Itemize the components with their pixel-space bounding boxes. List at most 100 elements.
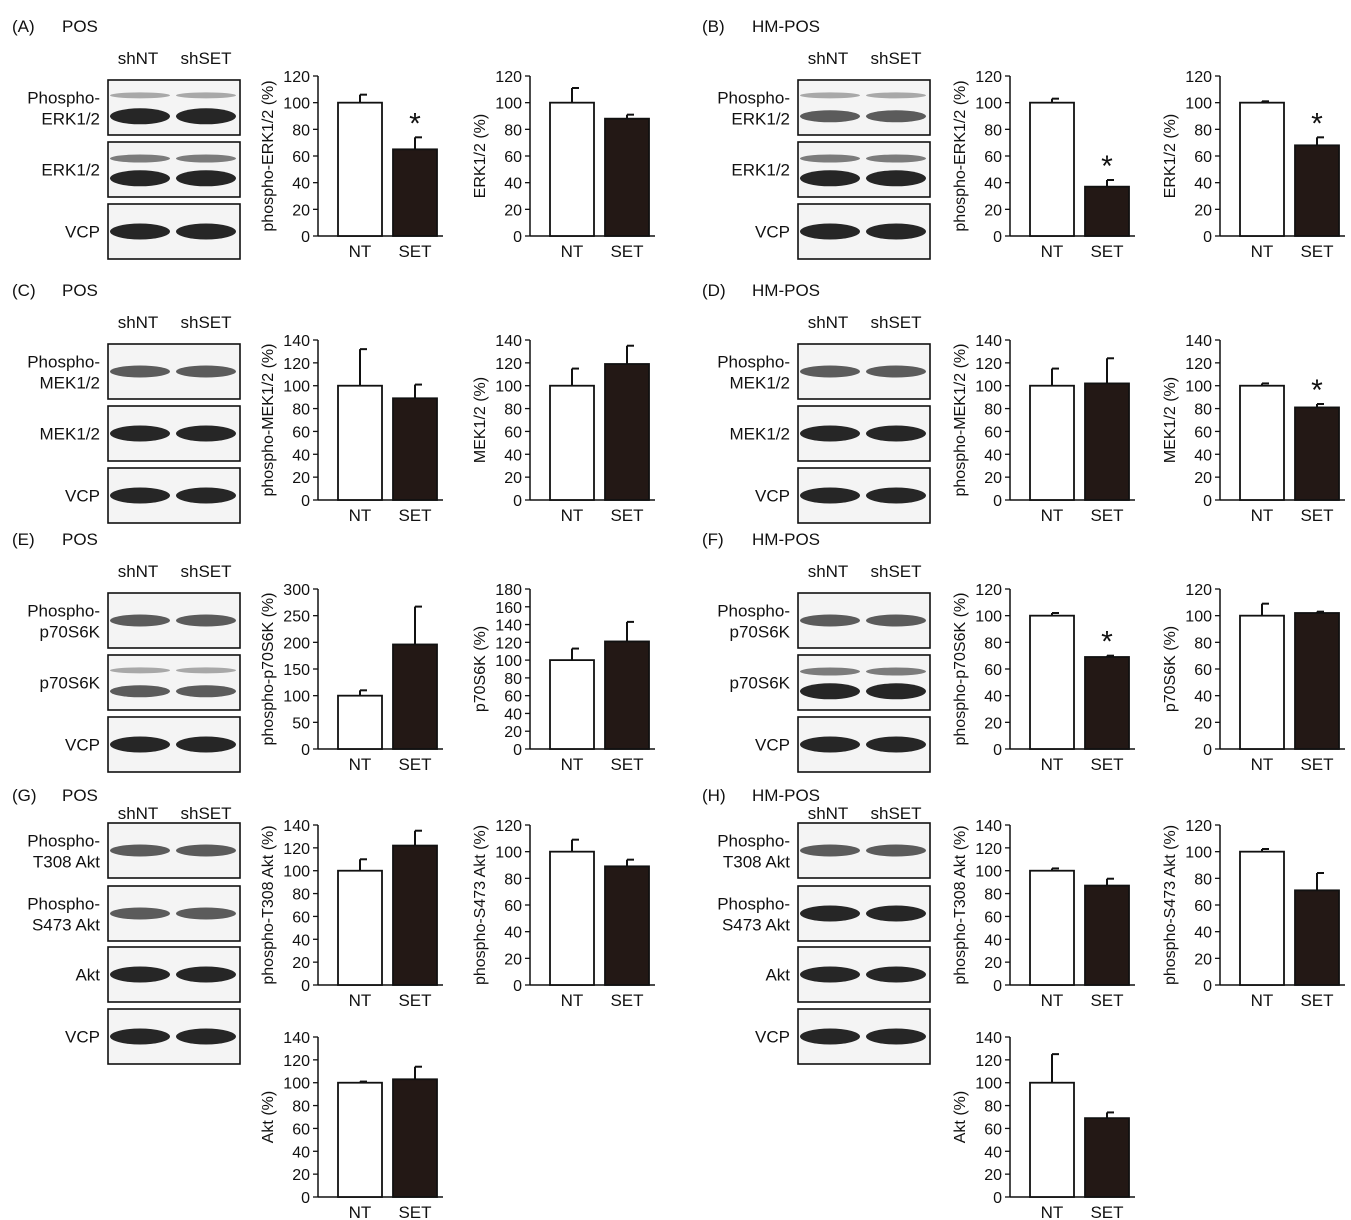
lane-label-shSET: shSET — [870, 804, 921, 823]
y-tick-label: 0 — [993, 978, 1002, 995]
lane-label-shNT: shNT — [118, 49, 159, 68]
y-tick-label: 80 — [504, 871, 522, 888]
y-tick-label: 0 — [301, 742, 310, 759]
bar-set — [1084, 656, 1130, 750]
y-tick-label: 120 — [975, 841, 1002, 858]
x-tick-label: NT — [561, 991, 584, 1010]
y-tick-label: 20 — [292, 470, 310, 487]
panel-cell-line: POS — [62, 17, 98, 36]
blot-band — [176, 425, 236, 442]
y-tick-label: 0 — [993, 493, 1002, 510]
blot-label: p70S6K — [40, 623, 101, 642]
bar-set — [1084, 1117, 1130, 1198]
blot-band — [866, 736, 926, 753]
bar-set — [1084, 382, 1130, 501]
y-tick-label: 140 — [975, 818, 1002, 835]
western-blot: ERK1/2 — [731, 141, 931, 198]
blot-frame — [797, 654, 931, 711]
y-tick-label: 80 — [1194, 402, 1212, 419]
western-blot: ERK1/2 — [41, 141, 241, 198]
y-tick-label: 20 — [504, 202, 522, 219]
western-blot: Phospho-MEK1/2 — [717, 343, 931, 400]
blot-band — [110, 108, 170, 125]
y-tick-label: 40 — [984, 1144, 1002, 1161]
y-tick-label: 140 — [283, 1030, 310, 1047]
y-axis-label: p70S6K (%) — [472, 626, 489, 712]
y-tick-label: 120 — [495, 356, 522, 373]
bar-set — [604, 363, 650, 501]
blot-band — [110, 1028, 170, 1045]
blot-label: T308 Akt — [33, 853, 100, 872]
x-tick-label: SET — [1090, 991, 1123, 1010]
blot-band — [866, 92, 926, 99]
y-tick-label: 80 — [292, 1099, 310, 1116]
bar-nt — [1239, 384, 1285, 501]
blot-band — [110, 487, 170, 504]
blot-band — [866, 1028, 926, 1045]
x-tick-label: NT — [561, 242, 584, 261]
y-tick-label: 100 — [975, 1076, 1002, 1093]
y-tick-label: 100 — [1185, 845, 1212, 862]
blot-band — [110, 154, 170, 163]
x-tick-label: SET — [1090, 506, 1123, 525]
y-axis-label: phospho-p70S6K (%) — [260, 593, 277, 746]
bar-nt — [337, 1081, 383, 1198]
significance-asterisk: * — [1101, 626, 1113, 659]
bar-nt — [1029, 1081, 1075, 1198]
y-tick-label: 60 — [504, 149, 522, 166]
y-axis-label: ERK1/2 (%) — [472, 114, 489, 198]
x-tick-label: NT — [561, 755, 584, 774]
blot-label: VCP — [755, 736, 790, 755]
lane-label-shSET: shSET — [870, 49, 921, 68]
y-tick-label: 120 — [1185, 69, 1212, 86]
y-tick-label: 80 — [292, 887, 310, 904]
y-tick-label: 20 — [984, 715, 1002, 732]
blot-band — [800, 905, 860, 922]
bar-set — [1294, 406, 1340, 501]
x-tick-label: SET — [398, 506, 431, 525]
y-tick-label: 40 — [504, 925, 522, 942]
panel-cell-line: HM-POS — [752, 17, 820, 36]
x-tick-label: SET — [610, 991, 643, 1010]
y-axis-label: phospho-ERK1/2 (%) — [260, 80, 277, 231]
x-tick-label: SET — [1090, 1203, 1123, 1220]
y-tick-label: 0 — [993, 229, 1002, 246]
y-tick-label: 100 — [495, 653, 522, 670]
y-tick-label: 60 — [504, 898, 522, 915]
lane-label-shSET: shSET — [180, 804, 231, 823]
blot-band — [176, 154, 236, 163]
blot-label: VCP — [65, 223, 100, 242]
y-tick-label: 60 — [292, 909, 310, 926]
x-tick-label: NT — [349, 991, 372, 1010]
x-tick-label: NT — [1251, 242, 1274, 261]
blot-band — [110, 907, 170, 920]
blot-band — [176, 223, 236, 240]
y-tick-label: 100 — [975, 96, 1002, 113]
blot-band — [110, 170, 170, 187]
panel-letter: (H) — [702, 786, 726, 805]
blot-band — [176, 907, 236, 920]
blot-band — [800, 966, 860, 983]
western-blot: Phospho-p70S6K — [717, 592, 931, 649]
blot-label: Akt — [75, 966, 100, 985]
bar-nt — [1239, 101, 1285, 237]
y-axis-label: phospho-p70S6K (%) — [952, 593, 969, 746]
y-tick-label: 250 — [283, 609, 310, 626]
blot-label: Phospho- — [27, 895, 100, 914]
y-tick-label: 100 — [975, 379, 1002, 396]
y-axis-label: phospho-S473 Akt (%) — [1162, 825, 1179, 985]
western-blot: MEK1/2 — [730, 405, 931, 462]
panel-cell-line: HM-POS — [752, 786, 820, 805]
y-tick-label: 140 — [283, 333, 310, 350]
y-tick-label: 100 — [283, 379, 310, 396]
